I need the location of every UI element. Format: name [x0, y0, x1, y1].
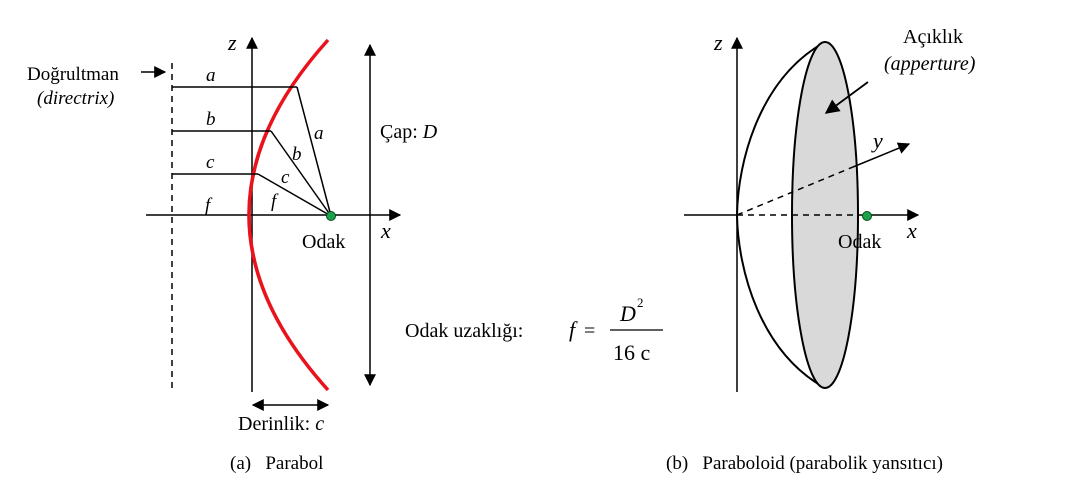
- formula-label: Odak uzaklığı:: [405, 320, 523, 342]
- panel-a: a b c f a b c f z x Doğrultman (directri…: [27, 30, 438, 474]
- label-f-slant: f: [271, 191, 279, 212]
- label-b-horizontal: b: [206, 109, 216, 130]
- y-axis-b-hidden: [736, 166, 854, 216]
- axis-z-label-a: z: [227, 30, 237, 55]
- line-a-to-focus: [296, 86, 332, 217]
- focus-label-a: Odak: [302, 231, 345, 253]
- focus-point-a: [326, 211, 336, 221]
- aperture-pointer-arrow: [824, 81, 869, 114]
- axis-y-label-b: y: [871, 128, 883, 153]
- focus-point-b: [862, 211, 872, 221]
- formula-denominator: 16 c: [613, 340, 651, 365]
- diameter-label: Çap: D: [380, 121, 438, 143]
- formula-numerator-exponent: 2: [637, 295, 644, 310]
- label-a-slant: a: [314, 123, 324, 144]
- formula-equals: =: [584, 320, 595, 342]
- axis-x-label-b: x: [906, 218, 917, 243]
- depth-label: Derinlik: c: [238, 413, 324, 435]
- focus-label-b: Odak: [838, 231, 881, 253]
- caption-a: (a) Parabol: [230, 453, 323, 474]
- formula-lhs: f: [569, 317, 578, 342]
- y-axis-b-visible: [852, 142, 911, 168]
- aperture-label: Açıklık: [903, 26, 963, 48]
- axis-x-label-a: x: [380, 218, 391, 243]
- axis-z-label-b: z: [713, 30, 723, 55]
- line-c-to-focus: [257, 173, 332, 217]
- caption-b: (b) Paraboloid (parabolik yansıtıcı): [666, 453, 943, 474]
- label-c-horizontal: c: [206, 152, 215, 173]
- focal-length-formula: Odak uzaklığı: f = D 2 16 c: [405, 295, 663, 365]
- label-f-horizontal: f: [205, 195, 213, 216]
- label-a-horizontal: a: [206, 65, 216, 86]
- formula-numerator: D: [619, 301, 636, 326]
- label-c-slant: c: [281, 167, 290, 188]
- panel-b: z x y Açıklık (apperture) Odak (b) Parab…: [666, 26, 976, 474]
- directrix-label-en: (directrix): [37, 88, 114, 109]
- line-b-to-focus: [270, 130, 332, 217]
- label-b-slant: b: [292, 144, 302, 165]
- aperture-label-en: (apperture): [884, 53, 976, 75]
- directrix-label: Doğrultman: [27, 64, 119, 85]
